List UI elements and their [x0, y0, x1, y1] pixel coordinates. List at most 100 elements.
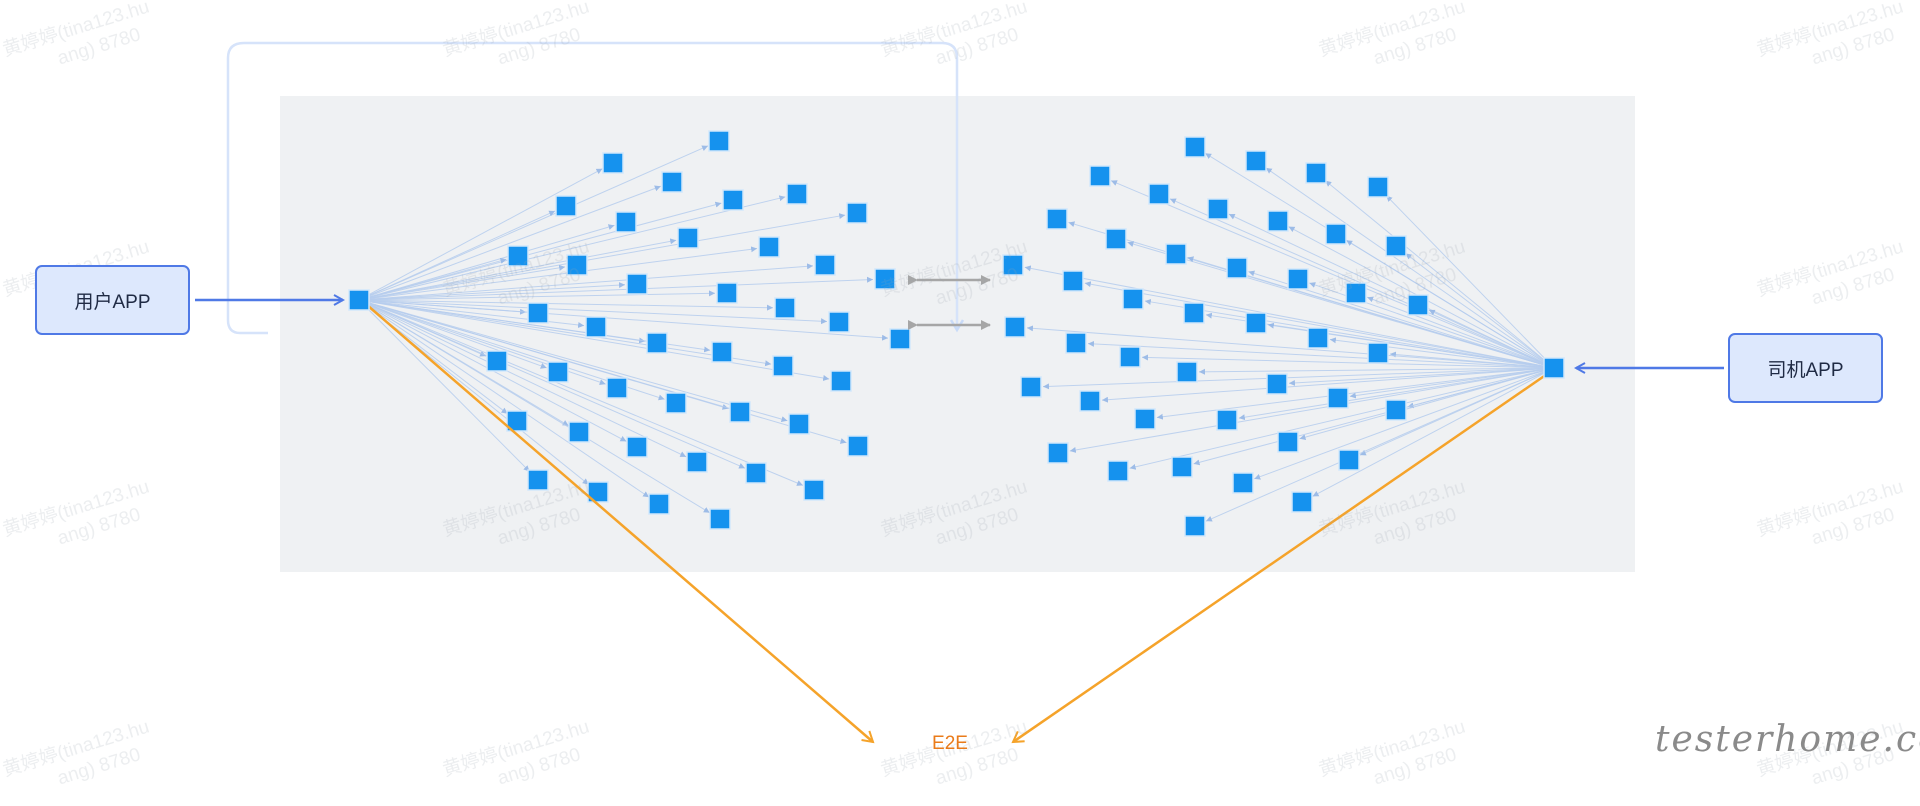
service-node [1184, 136, 1206, 158]
service-node [1148, 183, 1170, 205]
service-edge [358, 246, 758, 301]
service-edge [358, 264, 566, 301]
service-node [648, 493, 670, 515]
service-node [1287, 268, 1309, 290]
service-edge [358, 299, 788, 423]
driver-side-service-nodes [1002, 136, 1429, 537]
service-edge [1042, 367, 1555, 390]
service-node [507, 245, 529, 267]
service-node [1407, 294, 1429, 316]
service-edge [358, 299, 889, 341]
service-node [786, 183, 808, 205]
service-edge [1024, 265, 1555, 369]
service-edge [358, 299, 804, 486]
service-node [1165, 243, 1187, 265]
service-node [1105, 228, 1127, 250]
service-edge [1110, 180, 1555, 369]
service-edge [1069, 367, 1555, 453]
service-node [1245, 150, 1267, 172]
service-node [1232, 472, 1254, 494]
service-edge [358, 299, 746, 469]
service-node [1062, 270, 1084, 292]
service-edge [358, 224, 615, 301]
service-edge [358, 299, 847, 444]
service-node [1122, 288, 1144, 310]
driver-app-service-edges [1024, 152, 1555, 522]
service-node [646, 332, 668, 354]
service-node [788, 413, 810, 435]
service-edge [1345, 239, 1555, 369]
user-app-entry-node [348, 289, 370, 311]
service-edge [358, 185, 661, 301]
service-node [758, 236, 780, 258]
service-node [1305, 162, 1327, 184]
service-node [1385, 399, 1407, 421]
service-node [874, 268, 896, 290]
service-edge [358, 299, 547, 369]
service-node [566, 254, 588, 276]
driver-app-box: 司机APP [1728, 333, 1883, 403]
service-edge [1367, 296, 1555, 369]
service-node [547, 361, 569, 383]
service-node [1171, 456, 1193, 478]
service-edge [358, 213, 846, 301]
service-node [1184, 515, 1206, 537]
service-edge [358, 290, 716, 301]
service-edge [1324, 180, 1555, 369]
service-edge [358, 145, 709, 301]
service-node [708, 130, 730, 152]
service-node [1004, 316, 1026, 338]
service-node [1047, 442, 1069, 464]
service-node [889, 328, 911, 350]
service-node [1291, 491, 1313, 513]
service-node [1183, 302, 1205, 324]
service-node [729, 401, 751, 423]
service-edge [358, 195, 786, 301]
service-node [555, 195, 577, 217]
service-node [772, 355, 794, 377]
e2e-label: E2E [932, 733, 968, 754]
service-edge [358, 299, 710, 514]
service-edge [1288, 367, 1555, 386]
service-node [1325, 223, 1347, 245]
service-node [1107, 460, 1129, 482]
service-node [527, 469, 549, 491]
service-node [661, 171, 683, 193]
driver-e2e-arrow [1011, 368, 1554, 744]
service-edge [358, 299, 530, 472]
service-node [716, 282, 738, 304]
service-edge [1101, 367, 1555, 403]
service-node [506, 410, 528, 432]
service-node [1266, 373, 1288, 395]
service-edge [1254, 367, 1555, 480]
service-node [486, 350, 508, 372]
service-node [1345, 282, 1367, 304]
service-edge [358, 201, 722, 301]
service-node [1245, 312, 1267, 334]
service-node [587, 481, 609, 503]
service-node [1226, 257, 1248, 279]
service-node [846, 202, 868, 224]
service-edge [1198, 367, 1555, 375]
service-edge [1087, 340, 1555, 369]
service-node [602, 152, 624, 174]
loop-connector [226, 41, 957, 335]
service-node [527, 302, 549, 324]
service-node [568, 421, 590, 443]
service-node [585, 316, 607, 338]
service-node [1267, 210, 1289, 232]
service-node [1002, 254, 1024, 276]
service-node [814, 254, 836, 276]
service-edge [1312, 367, 1555, 497]
service-edge [1405, 252, 1555, 369]
service-edge [1026, 325, 1555, 369]
service-edge [1193, 367, 1555, 466]
service-edge [1428, 309, 1555, 369]
service-edge [1205, 367, 1555, 522]
service-node [626, 273, 648, 295]
service-edge [358, 168, 603, 301]
service-node [606, 377, 628, 399]
service-node [1065, 332, 1087, 354]
service-edge [1265, 167, 1555, 369]
